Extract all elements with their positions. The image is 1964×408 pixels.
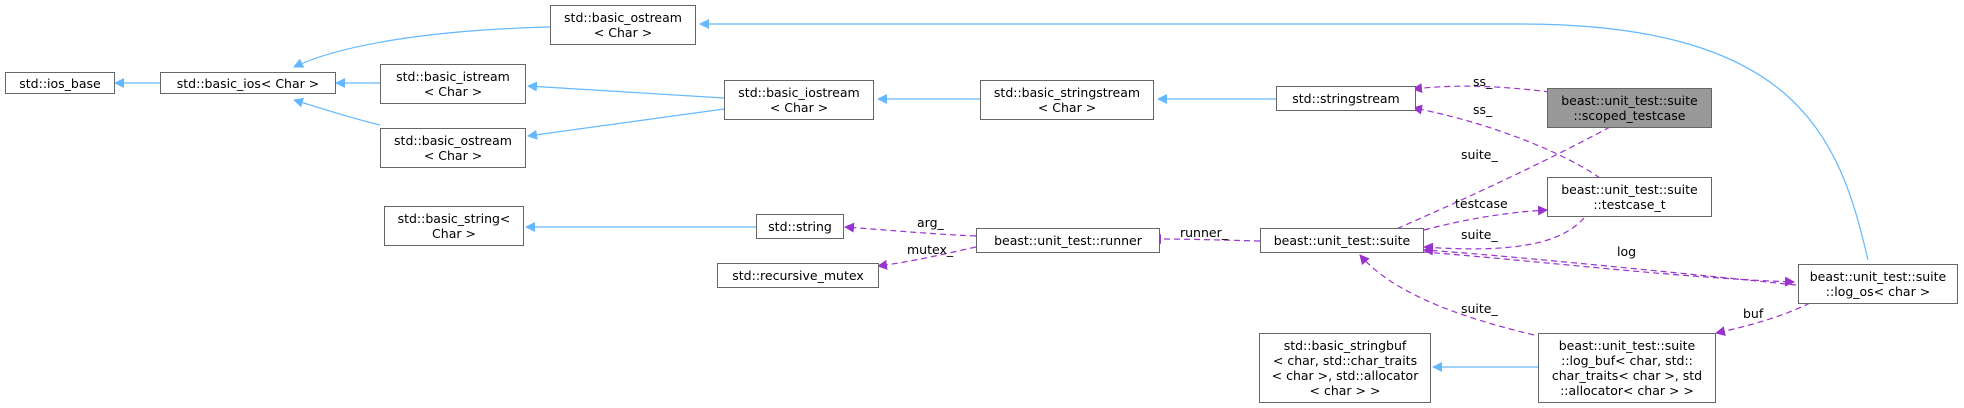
edge-suite-log-log_os — [1423, 251, 1795, 287]
node-label-line: std::basic_ostream — [394, 133, 512, 148]
edge-log_buf-suite-suite — [1359, 254, 1535, 336]
node-label-line: ::testcase_t — [1593, 197, 1666, 212]
edge-label-suite-testcase: suite_ — [1461, 227, 1498, 242]
node-label-line: ::log_buf< char, std:: — [1561, 353, 1693, 368]
node-suite[interactable]: beast::unit_test::suite — [1260, 228, 1424, 253]
edge-runner-mutex-recursive_mutex — [877, 246, 977, 270]
node-label-line: std::basic_ios< Char > — [176, 75, 320, 91]
node-label-line: std::basic_ostream — [564, 10, 682, 25]
node-label-line: beast::unit_test::suite — [1558, 338, 1696, 353]
edge-log_os-buf-log_buf — [1715, 302, 1811, 337]
edge-label-mutex: mutex_ — [907, 242, 954, 257]
node-label-line: < Char > — [423, 84, 483, 99]
node-label-line: ::allocator< char > > — [1560, 383, 1694, 398]
edge-scoped_testcase-ss-stringstream — [1412, 83, 1551, 94]
node-scoped-testcase[interactable]: beast::unit_test::suite::scoped_testcase — [1547, 88, 1712, 128]
node-label-line: < Char > — [769, 100, 829, 115]
edge-log_os-to-basic_ostream_top — [699, 19, 1869, 261]
edge-label-testcase: testcase — [1455, 196, 1508, 211]
node-basic-stringstream[interactable]: std::basic_stringstream< Char > — [980, 80, 1154, 120]
edge-runner-arg-string — [844, 222, 977, 237]
node-label-line: < Char > — [593, 25, 653, 40]
node-recursive-mutex[interactable]: std::recursive_mutex — [717, 263, 879, 288]
node-basic-ostream-top[interactable]: std::basic_ostream< Char > — [550, 5, 696, 45]
edge-label-arg: arg_ — [917, 215, 945, 230]
node-label-line: std::basic_string< — [397, 211, 511, 226]
edge-label-suite-scoped: suite_ — [1461, 147, 1498, 162]
node-log-buf[interactable]: beast::unit_test::suite::log_buf< char, … — [1538, 333, 1716, 403]
node-basic-string[interactable]: std::basic_string<Char > — [384, 206, 524, 246]
edge-suite-testcase-testcase_t — [1423, 205, 1548, 231]
node-basic-ios[interactable]: std::basic_ios< Char > — [160, 72, 336, 94]
edge-testcase_t-ss-stringstream — [1412, 104, 1601, 179]
edge-label-ss-scoped: ss_ — [1473, 74, 1493, 89]
node-ios-base[interactable]: std::ios_base — [5, 72, 115, 94]
node-label-line: std::basic_iostream — [738, 85, 860, 100]
edge-scoped_testcase-suite-suite — [1377, 126, 1611, 238]
node-stringstream[interactable]: std::stringstream — [1276, 86, 1416, 111]
edge-label-ss-testcase: ss_ — [1473, 102, 1493, 117]
node-label-line: std::ios_base — [19, 75, 101, 91]
node-label-line: beast::unit_test::suite — [1561, 182, 1698, 197]
node-label-line: < char > > — [1309, 383, 1381, 398]
node-label-line: < Char > — [423, 148, 483, 163]
node-runner[interactable]: beast::unit_test::runner — [976, 228, 1160, 253]
node-label-line: std::basic_istream — [396, 69, 510, 84]
node-label-line: char_traits< char >, std — [1551, 368, 1703, 383]
edge-label-log: log — [1617, 244, 1636, 259]
node-string[interactable]: std::string — [756, 214, 844, 239]
node-label-line: beast::unit_test::suite — [1561, 93, 1698, 108]
node-label-line: std::recursive_mutex — [732, 268, 864, 283]
node-label-line: Char > — [432, 226, 476, 241]
node-label-line: std::basic_stringbuf — [1283, 338, 1407, 353]
edge-basic_iostream-to-basic_ostream_mid — [527, 108, 725, 140]
edge-log_os-log-suite — [1423, 245, 1797, 286]
edge-label-suite-logbuf: suite_ — [1461, 301, 1498, 316]
node-basic-stringbuf[interactable]: std::basic_stringbuf< char, std::char_tr… — [1259, 333, 1431, 403]
node-label-line: < Char > — [1037, 100, 1097, 115]
edge-suite-runner-runner — [1151, 234, 1261, 245]
edge-testcase_t-suite-suite — [1423, 217, 1585, 253]
node-testcase-t[interactable]: beast::unit_test::suite::testcase_t — [1547, 177, 1712, 217]
node-label-line: beast::unit_test::suite — [1809, 269, 1947, 284]
node-label-line: std::stringstream — [1292, 91, 1400, 106]
edge-label-buf: buf — [1743, 306, 1764, 321]
edge-basic_ostream_top-to-basic_ios — [293, 26, 551, 68]
edge-basic_ostream_mid-to-basic_ios — [293, 97, 381, 126]
node-label-line: std::string — [768, 219, 832, 234]
node-basic-istream[interactable]: std::basic_istream< Char > — [380, 64, 526, 104]
node-label-line: std::basic_stringstream — [993, 85, 1141, 100]
node-label-line: < char, std::char_traits — [1272, 353, 1418, 368]
node-label-line: beast::unit_test::runner — [994, 233, 1142, 248]
edge-basic_iostream-to-basic_istream — [527, 81, 725, 99]
node-basic-iostream[interactable]: std::basic_iostream< Char > — [724, 80, 874, 120]
node-log-os[interactable]: beast::unit_test::suite::log_os< char > — [1798, 264, 1958, 304]
node-label-line: ::log_os< char > — [1825, 284, 1931, 299]
node-basic-ostream-mid[interactable]: std::basic_ostream< Char > — [380, 128, 526, 168]
node-label-line: beast::unit_test::suite — [1273, 233, 1411, 248]
edge-label-runner: runner_ — [1180, 225, 1229, 240]
node-label-line: ::scoped_testcase — [1573, 108, 1686, 123]
node-label-line: < char >, std::allocator — [1271, 368, 1419, 383]
